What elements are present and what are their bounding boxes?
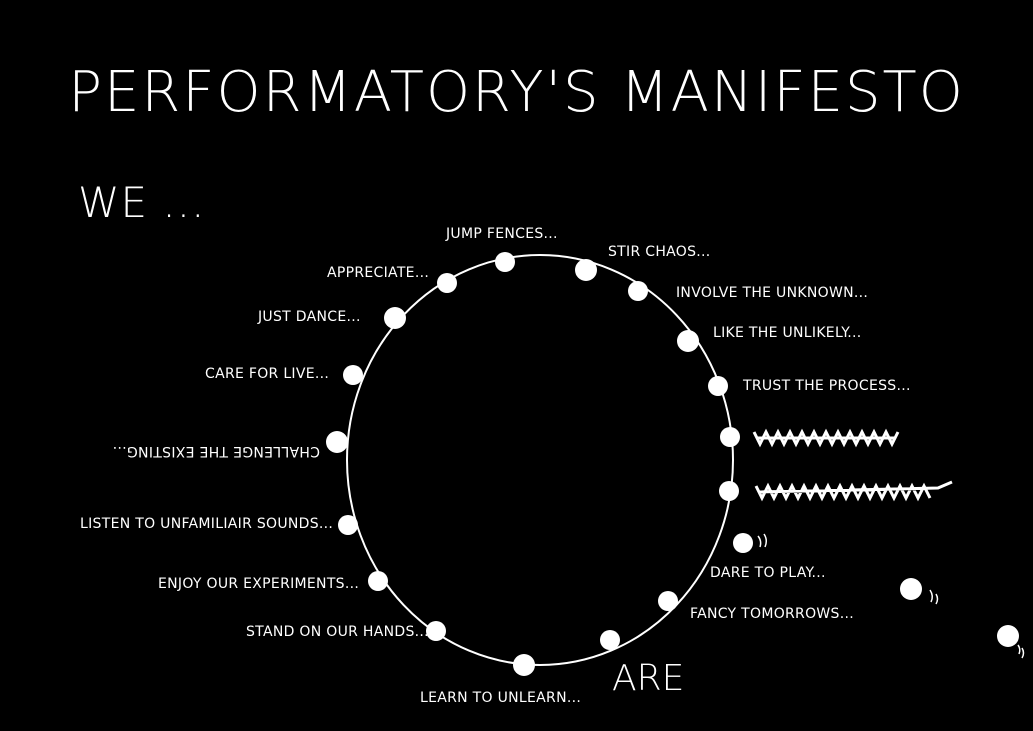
- label-learn-to-unlearn: LEARN TO UNLEARN...: [420, 690, 581, 706]
- label-unfamiliar-sounds: LISTEN TO UNFAMILIAIR SOUNDS...: [80, 516, 333, 532]
- escaping-dot: [997, 625, 1019, 647]
- label-jump-fences: JUMP FENCES...: [445, 226, 558, 242]
- label-enjoy-experiments: ENJOY OUR EXPERIMENTS...: [158, 576, 359, 592]
- motion-lines: [757, 533, 768, 548]
- label-trust-process: TRUST THE PROCESS...: [742, 378, 911, 394]
- ring-dot: [437, 273, 457, 293]
- ring-dot: [368, 571, 388, 591]
- ring-dot: [677, 330, 699, 352]
- label-involve-unknown: INVOLVE THE UNKNOWN...: [676, 285, 868, 301]
- ring-dot: [600, 630, 620, 650]
- ring-dot: [708, 376, 728, 396]
- ring-dot: [384, 307, 406, 329]
- ring-dot: [513, 654, 535, 676]
- outro-label: ARE: [612, 658, 685, 699]
- scribble-mark: [752, 428, 900, 448]
- label-dare-to-play: DARE TO PLAY...: [710, 565, 826, 581]
- ring-dot: [720, 427, 740, 447]
- escaping-dot: [733, 533, 753, 553]
- label-care-for-live: CARE FOR LIVE...: [205, 366, 329, 382]
- scribble-mark: [754, 480, 953, 502]
- label-fancy-tomorrows: FANCY TOMORROWS...: [690, 606, 854, 622]
- ring-circle: [346, 254, 734, 666]
- label-stir-chaos: STIR CHAOS...: [608, 244, 711, 260]
- ring-dot: [326, 431, 348, 453]
- label-challenge-existing: CHALLENGE THE EXISTING...: [112, 443, 320, 459]
- ring-dot: [343, 365, 363, 385]
- intro-label: WE ...: [78, 178, 206, 227]
- label-like-unlikely: LIKE THE UNLIKELY...: [713, 325, 861, 341]
- motion-lines: [929, 589, 939, 605]
- ring-dot: [338, 515, 358, 535]
- escaping-dot: [900, 578, 922, 600]
- ring-dot: [426, 621, 446, 641]
- ring-dot: [495, 252, 515, 272]
- ring-dot: [658, 591, 678, 611]
- label-appreciate: APPRECIATE...: [327, 265, 429, 281]
- page-title: PERFORMATORY'S MANIFESTO: [68, 60, 965, 125]
- motion-lines: [1017, 644, 1025, 659]
- label-just-dance: JUST DANCE...: [257, 309, 361, 325]
- ring-dot: [628, 281, 648, 301]
- ring-dot: [575, 259, 597, 281]
- ring-dot: [719, 481, 739, 501]
- label-stand-on-hands: STAND ON OUR HANDS...: [246, 624, 429, 640]
